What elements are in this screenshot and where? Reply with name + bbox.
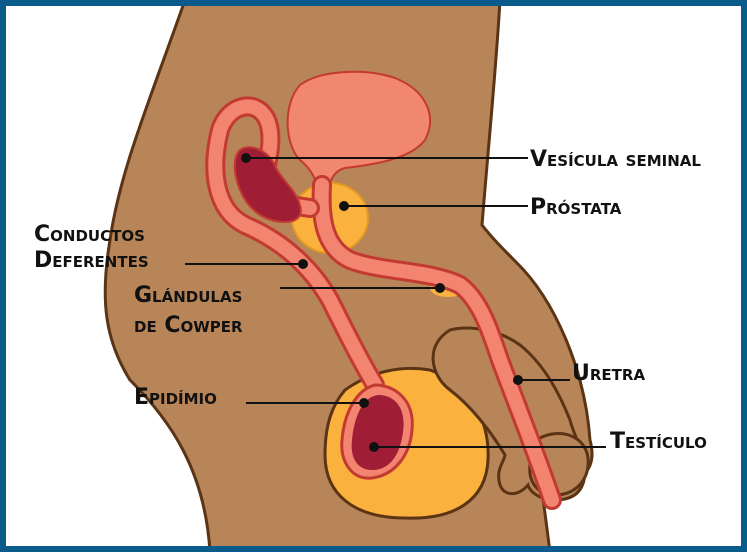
label-testiculo: Testículo (610, 429, 707, 454)
label-vesicula-seminal: Vesícula seminal (530, 147, 701, 172)
label-conductos-line2: Deferentes (34, 248, 149, 273)
pointer-dot (339, 201, 349, 211)
pointer-dot (298, 259, 308, 269)
label-glandulas-line1: Glándulas (134, 283, 242, 308)
pointer-dot (435, 283, 445, 293)
label-uretra: Uretra (572, 361, 645, 386)
label-glandulas-line2: de Cowper (134, 313, 243, 338)
pointer-dot (513, 375, 523, 385)
label-conductos-line1: Conductos (34, 222, 145, 247)
label-epididimo: Epidímio (134, 385, 217, 410)
label-prostata: Próstata (530, 195, 622, 220)
pointer-dot (359, 398, 369, 408)
pointer-dot (241, 153, 251, 163)
pointer-dot (369, 442, 379, 452)
